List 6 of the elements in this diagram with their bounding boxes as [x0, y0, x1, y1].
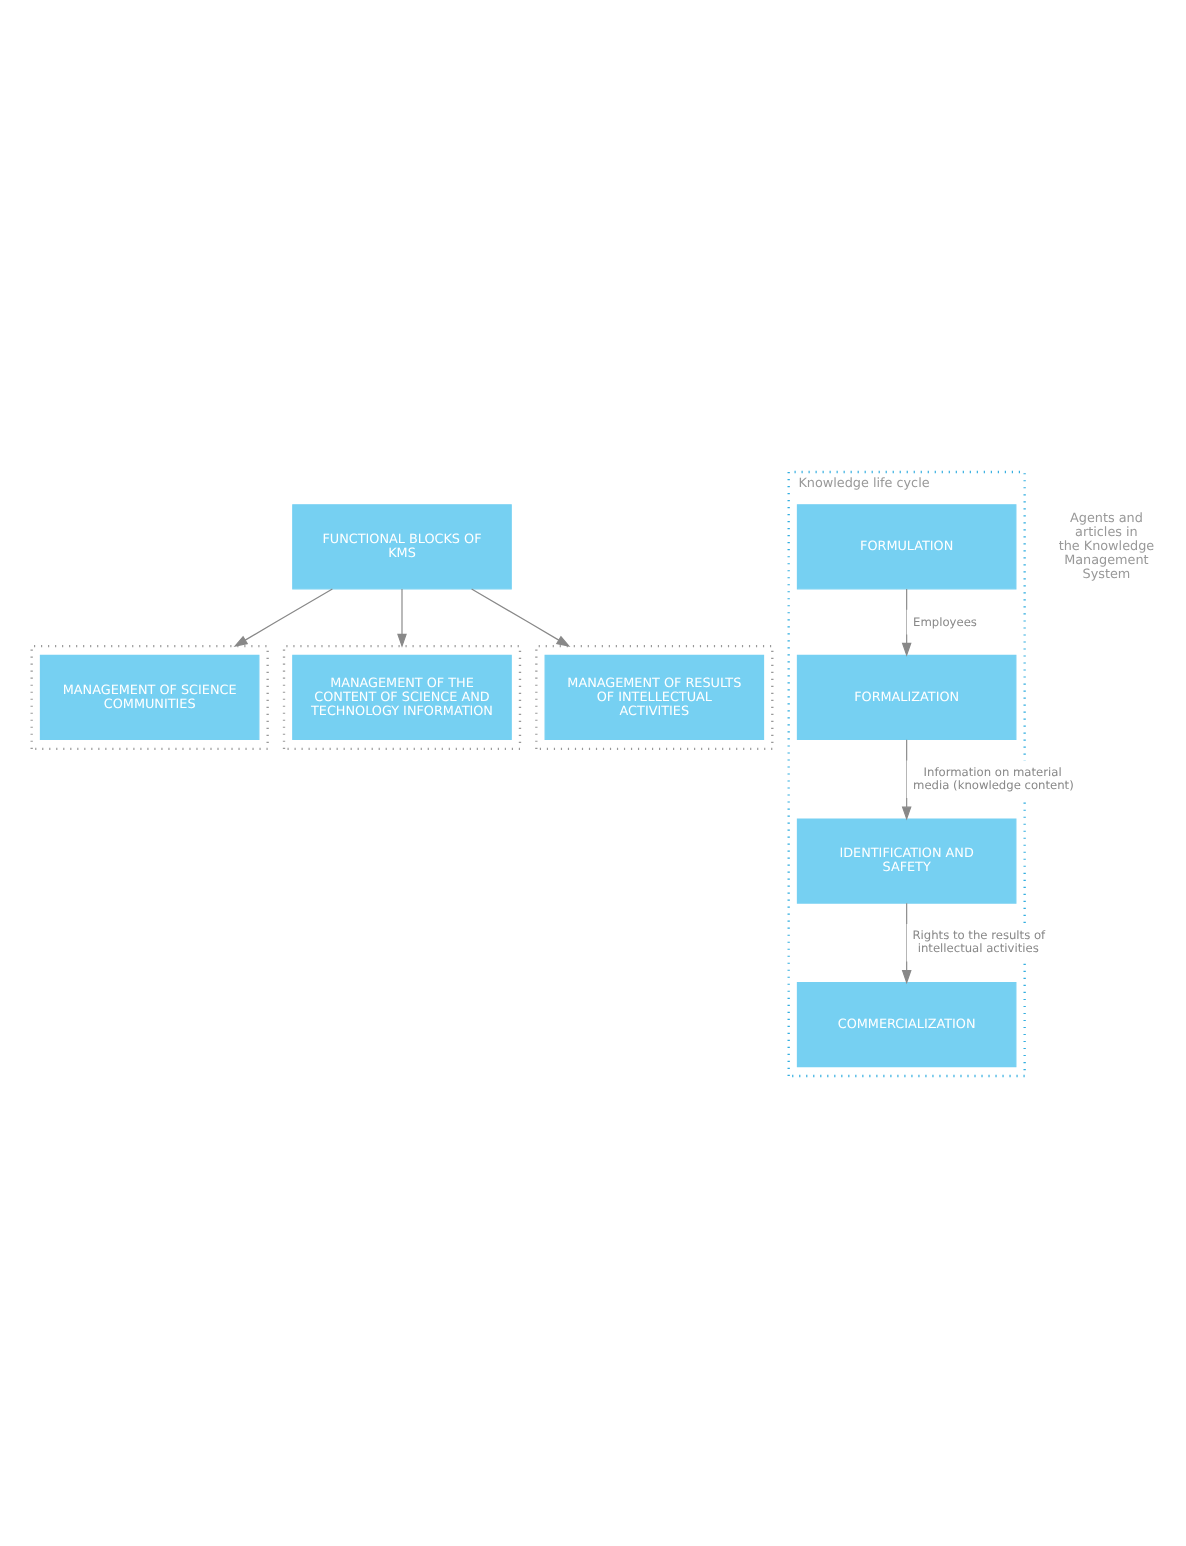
arrow — [397, 587, 407, 647]
arrow — [233, 587, 333, 646]
arrow — [901, 901, 912, 984]
arrow — [901, 587, 912, 656]
arrow — [471, 587, 571, 646]
arrow — [901, 738, 912, 820]
